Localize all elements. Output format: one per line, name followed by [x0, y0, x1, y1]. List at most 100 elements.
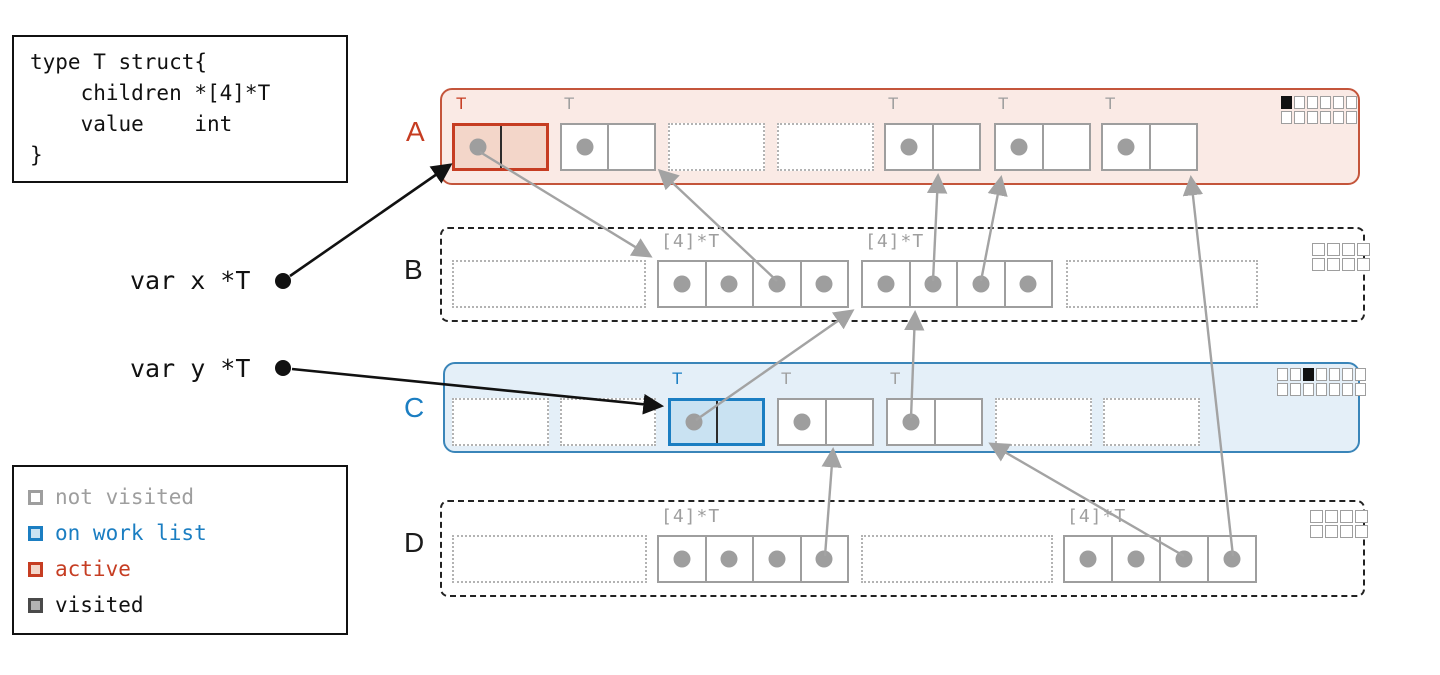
- bitmap-cell: [1310, 510, 1323, 523]
- array-slot-D-slot-4-3: [1159, 537, 1207, 581]
- array-slot-B-slot-2-4: [799, 262, 848, 306]
- bitmap-cell: [1342, 368, 1353, 381]
- bitmap-cell: [1294, 111, 1305, 124]
- type-label-C-slot-3: T: [672, 369, 683, 388]
- pointer-dot: [1175, 550, 1193, 568]
- region-label-D: D: [404, 527, 425, 558]
- bitmap-cell: [1316, 368, 1327, 381]
- pointer-dot: [1117, 138, 1135, 156]
- bitmap-cell: [1355, 510, 1368, 523]
- region-label-A: A: [406, 116, 425, 147]
- pointer-dot: [1010, 138, 1028, 156]
- bitmap-cell: [1355, 368, 1366, 381]
- legend-label: visited: [55, 593, 144, 617]
- free-slot-D-slot-1: [452, 535, 647, 583]
- type-label-A-slot-6: T: [998, 94, 1009, 113]
- pointer-dot: [1223, 550, 1241, 568]
- bitmap-cell: [1329, 368, 1340, 381]
- bitmap-cell: [1290, 368, 1301, 381]
- heap-object-C-slot-3: [668, 398, 765, 446]
- type-label-B-slot-2: [4]*T: [661, 231, 721, 252]
- bitmap-row: [1312, 258, 1370, 271]
- heap-object-C-slot-4: [777, 398, 874, 446]
- type-label-A-slot-2: T: [564, 94, 575, 113]
- bitmap-cell: [1325, 510, 1338, 523]
- free-slot-C-slot-6: [995, 398, 1092, 446]
- bitmap-cell: [1357, 258, 1370, 271]
- bitmap-cell: [1303, 383, 1314, 396]
- pointer-dot: [877, 275, 895, 293]
- field-divider: [607, 125, 609, 169]
- field-divider: [715, 401, 718, 443]
- active-swatch-icon: [28, 561, 43, 577]
- type-label-A-slot-7: T: [1105, 94, 1116, 113]
- pointer-dot: [469, 138, 487, 156]
- array-slot-D-slot-2-4: [799, 537, 848, 581]
- bitmap-cell: [1312, 258, 1325, 271]
- pointer-dot: [1019, 275, 1037, 293]
- bitmap-cell: [1290, 383, 1301, 396]
- bitmap-cell: [1340, 525, 1353, 538]
- var-y-label: var y *T: [130, 354, 251, 383]
- array-slot-D-slot-2-1: [659, 537, 705, 581]
- pointer-dot: [768, 275, 786, 293]
- child-array-D-slot-4: [1063, 535, 1257, 583]
- pointer-dot: [768, 550, 786, 568]
- legend-item-active: active: [28, 551, 332, 587]
- bitmap-cell: [1307, 111, 1318, 124]
- pointer-dot: [720, 550, 738, 568]
- array-slot-D-slot-2-2: [704, 537, 753, 581]
- field-divider: [1041, 125, 1044, 169]
- legend-label: not visited: [55, 485, 195, 509]
- bitmap-cell: [1333, 96, 1344, 109]
- bitmap-cell: [1346, 111, 1357, 124]
- bitmap-cell: [1329, 383, 1340, 396]
- region-label-C: C: [404, 392, 425, 423]
- region-label-B: B: [404, 254, 423, 285]
- legend-label: on work list: [55, 521, 207, 545]
- pointer-dot: [900, 138, 918, 156]
- bitmap-cell: [1342, 383, 1353, 396]
- type-label-B-slot-3: [4]*T: [865, 231, 925, 252]
- heap-object-A-slot-2: [560, 123, 656, 171]
- array-slot-D-slot-2-3: [752, 537, 800, 581]
- bitmap-cell: [1312, 243, 1325, 256]
- mark-bitmap-B: [1312, 243, 1370, 273]
- pointer-dot: [972, 275, 990, 293]
- field-divider: [1148, 125, 1151, 169]
- mark-bitmap-A: [1281, 96, 1357, 126]
- bitmap-row: [1310, 525, 1368, 538]
- bitmap-cell-marked: [1281, 96, 1292, 109]
- array-slot-B-slot-3-2: [908, 262, 957, 306]
- bitmap-cell: [1325, 525, 1338, 538]
- bitmap-cell: [1346, 96, 1357, 109]
- bitmap-cell: [1294, 96, 1305, 109]
- child-array-B-slot-2: [657, 260, 849, 308]
- pointer-dot: [673, 550, 691, 568]
- bitmap-cell: [1340, 510, 1353, 523]
- legend: not visited on work list active visited: [12, 465, 348, 635]
- free-slot-D-slot-3: [861, 535, 1053, 583]
- bitmap-cell: [1277, 368, 1288, 381]
- free-slot-A-slot-3: [668, 123, 765, 171]
- array-slot-B-slot-2-3: [752, 262, 800, 306]
- bitmap-cell: [1355, 525, 1368, 538]
- bitmap-cell: [1320, 111, 1331, 124]
- heap-object-A-slot-1: [452, 123, 549, 171]
- legend-item-visited: visited: [28, 587, 332, 623]
- bitmap-cell: [1310, 525, 1323, 538]
- free-slot-C-slot-1: [452, 398, 549, 446]
- array-slot-B-slot-2-1: [659, 262, 705, 306]
- bitmap-cell: [1277, 383, 1288, 396]
- field-divider: [499, 126, 502, 168]
- heap-object-A-slot-7: [1101, 123, 1198, 171]
- free-slot-A-slot-4: [777, 123, 874, 171]
- bitmap-row: [1281, 111, 1357, 124]
- visited-swatch-icon: [28, 597, 43, 613]
- legend-item-on-work-list: on work list: [28, 515, 332, 551]
- heap-object-A-slot-6: [994, 123, 1091, 171]
- bitmap-row: [1277, 383, 1366, 396]
- bitmap-cell: [1357, 243, 1370, 256]
- array-slot-B-slot-2-2: [704, 262, 753, 306]
